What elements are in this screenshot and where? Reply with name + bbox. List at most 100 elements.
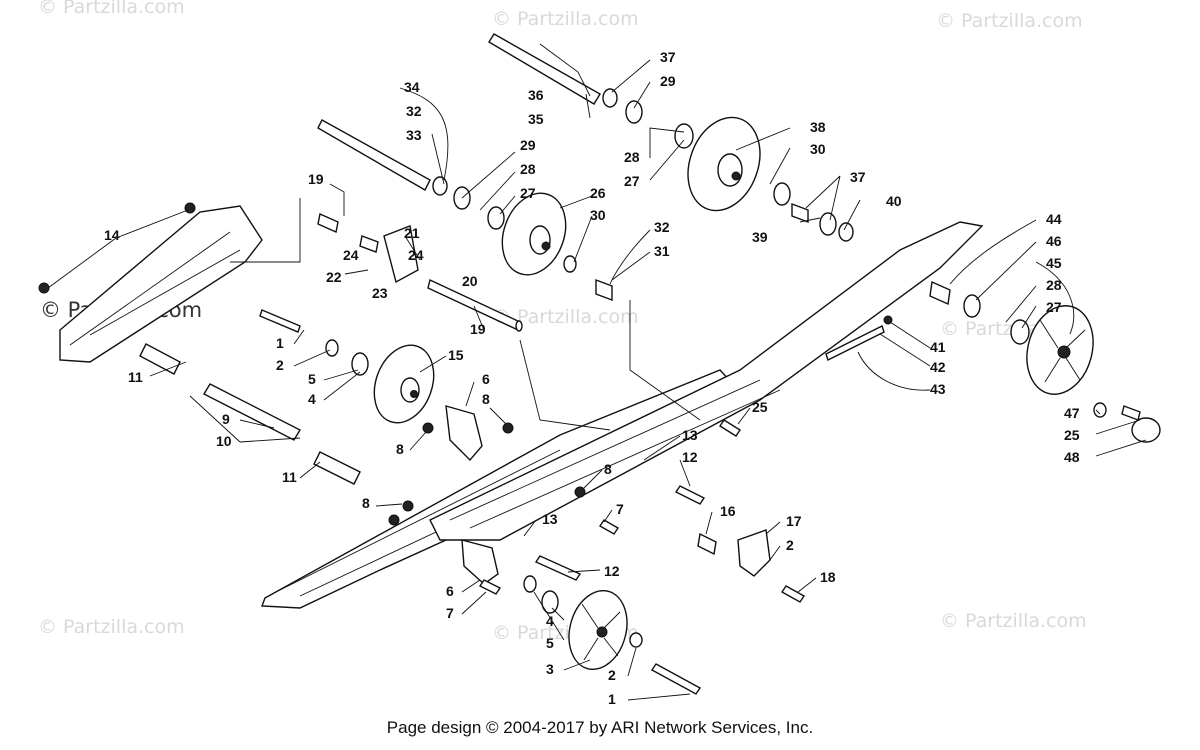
callout-11: 11 bbox=[282, 469, 297, 485]
callout-25: 25 bbox=[1064, 427, 1080, 443]
callout-13: 13 bbox=[682, 427, 698, 443]
callout-27: 27 bbox=[624, 173, 640, 189]
callout-15: 15 bbox=[448, 347, 464, 363]
callout-1: 1 bbox=[608, 691, 616, 707]
callout-13: 13 bbox=[542, 511, 558, 527]
watermark: © Partzilla.com bbox=[492, 8, 639, 30]
callout-46: 46 bbox=[1046, 233, 1062, 249]
callout-11: 11 bbox=[128, 369, 143, 385]
callout-10: 10 bbox=[216, 433, 232, 449]
idler-wheel-3 bbox=[568, 589, 628, 671]
callout-40: 40 bbox=[886, 193, 902, 209]
callout-41: 41 bbox=[930, 339, 946, 355]
watermark: © Partzilla.com bbox=[940, 610, 1087, 632]
idler-wheel-38 bbox=[687, 116, 761, 212]
callout-16: 16 bbox=[720, 503, 736, 519]
callout-42: 42 bbox=[930, 359, 946, 375]
callout-33: 33 bbox=[406, 127, 422, 143]
callout-9: 9 bbox=[222, 411, 230, 427]
idler-wheel-15 bbox=[373, 344, 435, 424]
shaft-34 bbox=[317, 119, 431, 191]
callout-39: 39 bbox=[752, 229, 768, 245]
callout-7: 7 bbox=[446, 605, 454, 621]
callout-43: 43 bbox=[930, 381, 946, 397]
callout-2: 2 bbox=[786, 537, 794, 553]
callout-21: 21 bbox=[404, 225, 420, 241]
callout-44: 44 bbox=[1046, 211, 1062, 227]
copyright-footer: Page design © 2004-2017 by ARI Network S… bbox=[386, 718, 814, 737]
callout-5: 5 bbox=[546, 635, 554, 651]
callout-12: 12 bbox=[682, 449, 698, 465]
callout-8: 8 bbox=[604, 461, 612, 477]
callout-2: 2 bbox=[608, 667, 616, 683]
bolts bbox=[259, 309, 1141, 695]
callout-7: 7 bbox=[616, 501, 624, 517]
callout-23: 23 bbox=[372, 285, 388, 301]
callout-29: 29 bbox=[660, 73, 676, 89]
callout-8: 8 bbox=[482, 391, 490, 407]
spacers bbox=[317, 202, 951, 556]
callout-31: 31 bbox=[654, 243, 670, 259]
watermark: © Partzilla.com bbox=[38, 616, 185, 638]
callout-3: 3 bbox=[546, 661, 554, 677]
callout-28: 28 bbox=[1046, 277, 1062, 293]
nuts bbox=[38, 202, 893, 526]
callout-8: 8 bbox=[362, 495, 370, 511]
callout-17: 17 bbox=[786, 513, 802, 529]
callout-37: 37 bbox=[660, 49, 676, 65]
callout-32: 32 bbox=[406, 103, 422, 119]
callout-12: 12 bbox=[604, 563, 620, 579]
callout-30: 30 bbox=[810, 141, 826, 157]
callout-24: 24 bbox=[408, 247, 424, 263]
callout-18: 18 bbox=[820, 569, 836, 585]
idler-wheel-26 bbox=[501, 192, 567, 276]
callout-48: 48 bbox=[1064, 449, 1080, 465]
callout-6: 6 bbox=[482, 371, 490, 387]
callout-4: 4 bbox=[308, 391, 316, 407]
callout-19: 19 bbox=[308, 171, 324, 187]
callout-34: 34 bbox=[404, 79, 420, 95]
end-cap-48 bbox=[1131, 417, 1161, 443]
axle-20 bbox=[427, 279, 523, 332]
callout-28: 28 bbox=[624, 149, 640, 165]
idler-wheel-45 bbox=[1026, 305, 1094, 395]
spacer-11 bbox=[139, 343, 361, 485]
callout-36: 36 bbox=[528, 87, 544, 103]
callout-45: 45 bbox=[1046, 255, 1062, 271]
callout-29: 29 bbox=[520, 137, 536, 153]
callout-30: 30 bbox=[590, 207, 606, 223]
callout-labels: 14 19 21 24 24 22 23 20 19 34 32 33 29 2… bbox=[104, 49, 1080, 707]
shaft-36 bbox=[488, 33, 601, 105]
callout-6: 6 bbox=[446, 583, 454, 599]
callout-32: 32 bbox=[654, 219, 670, 235]
shaft-9 bbox=[203, 383, 301, 441]
brackets bbox=[383, 225, 771, 585]
watermark: © Partzilla.com bbox=[936, 10, 1083, 32]
callout-28: 28 bbox=[520, 161, 536, 177]
callout-2: 2 bbox=[276, 357, 284, 373]
callout-27: 27 bbox=[1046, 299, 1062, 315]
callout-26: 26 bbox=[590, 185, 606, 201]
callout-14: 14 bbox=[104, 227, 120, 243]
callout-35: 35 bbox=[528, 111, 544, 127]
callout-27: 27 bbox=[520, 185, 536, 201]
bearings bbox=[325, 88, 1107, 648]
callout-19: 19 bbox=[470, 321, 486, 337]
callout-5: 5 bbox=[308, 371, 316, 387]
callout-8: 8 bbox=[396, 441, 404, 457]
watermark: © Partzilla.com bbox=[38, 0, 185, 18]
callout-1: 1 bbox=[276, 335, 284, 351]
callout-25: 25 bbox=[752, 399, 768, 415]
callout-22: 22 bbox=[326, 269, 342, 285]
callout-47: 47 bbox=[1064, 405, 1080, 421]
callout-20: 20 bbox=[462, 273, 478, 289]
leader-lines bbox=[47, 43, 1147, 701]
callout-38: 38 bbox=[810, 119, 826, 135]
callout-37: 37 bbox=[850, 169, 866, 185]
callout-24: 24 bbox=[343, 247, 359, 263]
right-rail bbox=[429, 221, 984, 541]
watermark: © Partzilla.com bbox=[492, 306, 639, 328]
callout-4: 4 bbox=[546, 613, 554, 629]
